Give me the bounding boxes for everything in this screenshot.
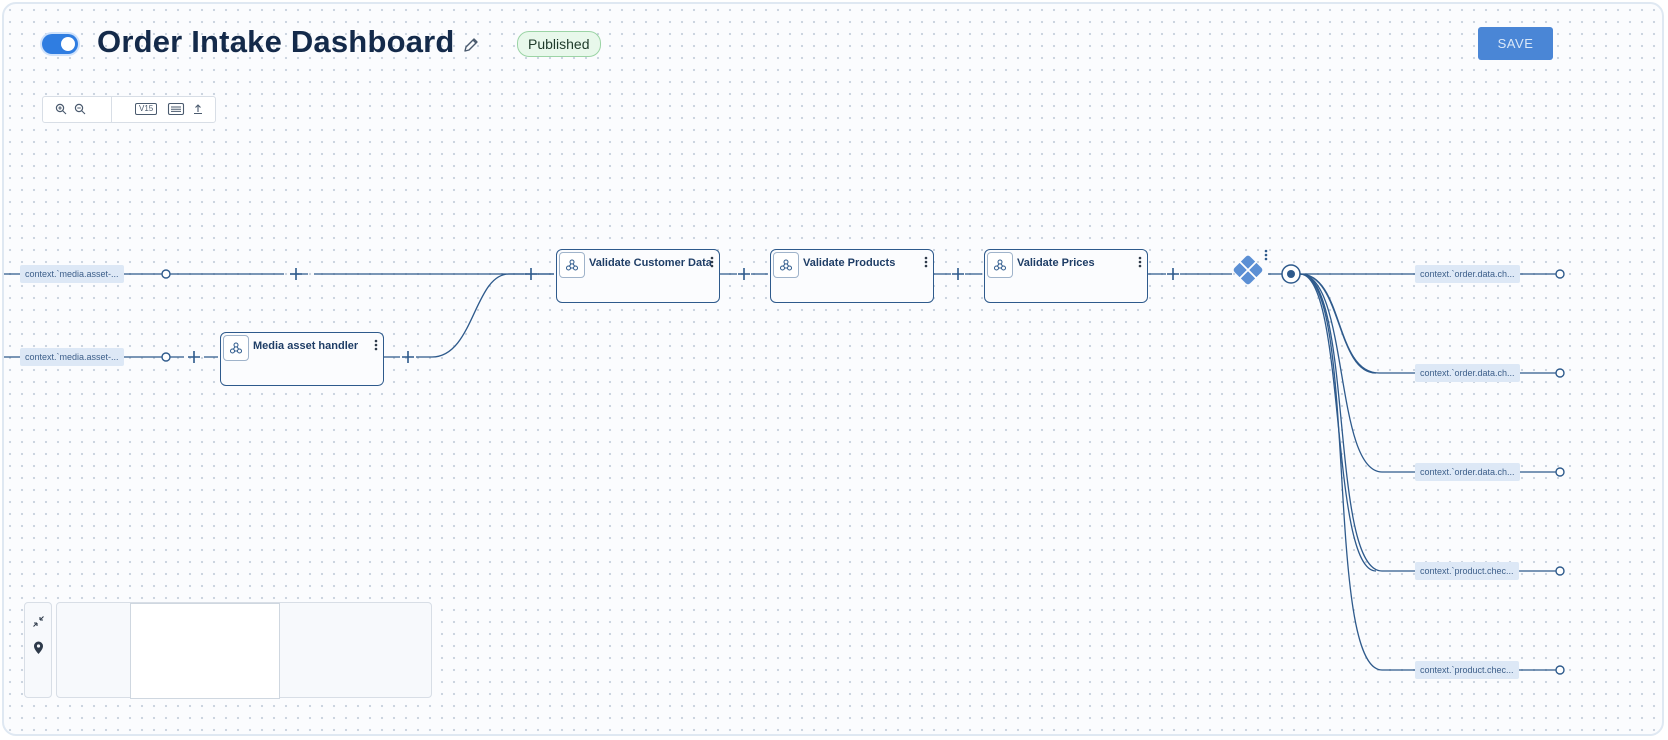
pencil-icon[interactable]: [462, 36, 480, 54]
edge-out-4: [1299, 273, 1556, 572]
port-in-2[interactable]: [161, 352, 171, 362]
add-icon[interactable]: [525, 268, 537, 280]
active-toggle[interactable]: [42, 34, 78, 54]
add-icon[interactable]: [952, 268, 964, 280]
kebab-menu-icon[interactable]: [1137, 255, 1143, 269]
edge-out-5: [1299, 273, 1556, 671]
node-validate-products[interactable]: Validate Products: [770, 249, 934, 303]
node-label: Media asset handler: [253, 340, 359, 352]
ports: [161, 269, 1565, 675]
node-label: Validate Products: [803, 257, 896, 269]
exclusive-gateway[interactable]: [1232, 249, 1268, 286]
port-out-1[interactable]: [1555, 269, 1565, 279]
node-validate-customer-data[interactable]: Validate Customer Data: [556, 249, 720, 303]
input-context-2[interactable]: context.`media.asset-...: [20, 348, 124, 366]
webhook-icon: [987, 252, 1013, 278]
kebab-menu-icon[interactable]: [709, 255, 715, 269]
minimap[interactable]: [56, 602, 432, 699]
minimap-viewport[interactable]: [130, 603, 280, 699]
output-context-3[interactable]: context.`order.data.ch...: [1415, 463, 1520, 481]
edge-out-extra-1: [1299, 273, 1377, 374]
zoom-out-icon[interactable]: [73, 102, 87, 116]
port-in-1[interactable]: [161, 269, 171, 279]
output-context-5[interactable]: context.`product.chec...: [1415, 661, 1519, 679]
gateway-menu-icon[interactable]: [1264, 249, 1268, 261]
save-button[interactable]: SAVE: [1478, 27, 1553, 60]
port-out-3[interactable]: [1555, 467, 1565, 477]
webhook-icon: [773, 252, 799, 278]
edge-media-out: [384, 273, 554, 358]
edge-out-extra-2: [1299, 273, 1377, 572]
add-icon[interactable]: [290, 268, 302, 280]
node-label: Validate Customer Data: [589, 257, 712, 269]
add-icon[interactable]: [738, 268, 750, 280]
node-label: Validate Prices: [1017, 257, 1095, 269]
merge-node[interactable]: [1281, 264, 1301, 284]
kebab-menu-icon[interactable]: [923, 255, 929, 269]
input-context-1[interactable]: context.`media.asset-...: [20, 265, 124, 283]
edge-out-3: [1299, 273, 1556, 473]
version-label: V15: [135, 103, 158, 115]
list-icon[interactable]: [167, 102, 185, 116]
add-buttons: [188, 268, 1179, 363]
node-media-asset-handler[interactable]: Media asset handler: [220, 332, 384, 386]
port-out-4[interactable]: [1555, 566, 1565, 576]
port-out-5[interactable]: [1555, 665, 1565, 675]
webhook-icon: [223, 335, 249, 361]
node-validate-prices[interactable]: Validate Prices: [984, 249, 1148, 303]
version-button[interactable]: V15: [135, 102, 158, 116]
output-context-4[interactable]: context.`product.chec...: [1415, 562, 1519, 580]
status-badge: Published: [517, 31, 601, 57]
toolbar-divider: [111, 97, 112, 122]
page-title: Order Intake Dashboard: [97, 24, 455, 59]
port-out-2[interactable]: [1555, 368, 1565, 378]
location-pin-icon[interactable]: [32, 641, 45, 655]
add-icon[interactable]: [1167, 268, 1179, 280]
add-icon[interactable]: [188, 351, 200, 363]
minimap-controls: [24, 602, 52, 698]
output-context-2[interactable]: context.`order.data.ch...: [1415, 364, 1520, 382]
kebab-menu-icon[interactable]: [373, 338, 379, 352]
canvas-toolbar: V15: [42, 96, 216, 123]
toggle-knob: [61, 37, 75, 51]
collapse-icon[interactable]: [32, 615, 45, 628]
webhook-icon: [559, 252, 585, 278]
zoom-in-icon[interactable]: [54, 102, 68, 116]
output-context-1[interactable]: context.`order.data.ch...: [1415, 265, 1520, 283]
export-icon[interactable]: [191, 102, 205, 116]
add-icon[interactable]: [402, 351, 414, 363]
